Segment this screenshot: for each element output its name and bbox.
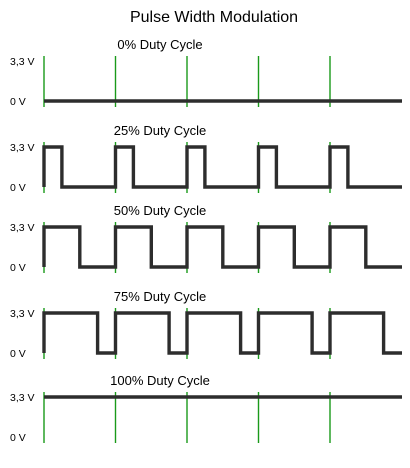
duty-cycle-panel: 25% Duty Cycle 3,3 V 0 V (10, 123, 402, 194)
duty-cycle-panels: 0% Duty Cycle 3,3 V 0 V 25% Duty Cycle 3,3 V… (10, 37, 402, 444)
duty-cycle-panel: 50% Duty Cycle 3,3 V 0 V (10, 203, 402, 274)
pwm-waveform (42, 145, 402, 189)
pwm-waveform (42, 311, 402, 355)
high-level-label: 3,3 V (10, 222, 35, 234)
duty-cycle-panel: 100% Duty Cycle 3,3 V 0 V (10, 373, 402, 444)
panel-title: 0% Duty Cycle (117, 37, 202, 52)
low-level-label: 0 V (10, 96, 26, 108)
high-level-label: 3,3 V (10, 308, 35, 320)
panel-title: 25% Duty Cycle (114, 123, 206, 138)
panel-title: 100% Duty Cycle (110, 373, 210, 388)
high-level-label: 3,3 V (10, 392, 35, 404)
duty-cycle-panel: 75% Duty Cycle 3,3 V 0 V (10, 289, 402, 360)
figure-title: Pulse Width Modulation (130, 9, 298, 26)
low-level-label: 0 V (10, 432, 26, 444)
panel-title: 50% Duty Cycle (114, 203, 206, 218)
low-level-label: 0 V (10, 348, 26, 360)
duty-cycle-panel: 0% Duty Cycle 3,3 V 0 V (10, 37, 402, 108)
high-level-label: 3,3 V (10, 142, 35, 154)
low-level-label: 0 V (10, 182, 26, 194)
pwm-waveform (42, 225, 402, 269)
low-level-label: 0 V (10, 262, 26, 274)
panel-title: 75% Duty Cycle (114, 289, 206, 304)
high-level-label: 3,3 V (10, 56, 35, 68)
